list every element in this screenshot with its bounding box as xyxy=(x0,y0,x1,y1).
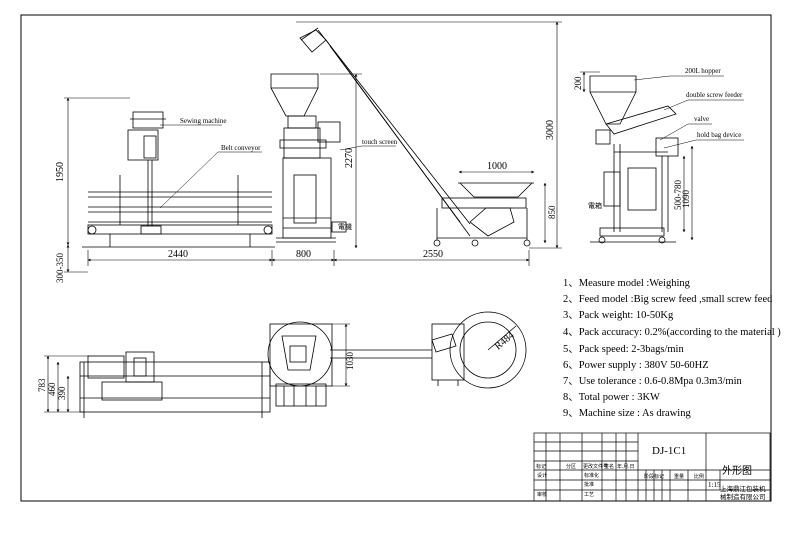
tb-design: 设计 xyxy=(537,472,547,479)
side-texts: 200L hopper double screw feeder valve ho… xyxy=(588,67,743,210)
spec-item: 9、Machine size : As drawing xyxy=(563,408,691,419)
side-dimensions xyxy=(580,71,694,241)
dim-2270: 2270 xyxy=(344,148,355,168)
tb-model: DJ-1C1 xyxy=(652,445,686,457)
side-dim-texts: 200 500-780 1090 xyxy=(573,76,691,210)
tb-drawing-name: 外形图 xyxy=(722,465,752,477)
dim-500-780: 500-780 xyxy=(673,180,683,210)
tb-company-2: 械制造有限公司 xyxy=(720,492,766,501)
dim-800: 800 xyxy=(296,249,311,260)
spec-item: 2、Feed model :Big screw feed ,small scre… xyxy=(563,294,773,305)
label-electric-box: 電箱 xyxy=(588,201,602,210)
title-block-main-texts: DJ-1C1 外形图 1:15 上海鼎江包装机 械制造有限公司 xyxy=(652,445,766,501)
tb-approve: 批准 xyxy=(584,481,594,488)
tb-review: 审核 xyxy=(537,491,547,498)
dim-783: 783 xyxy=(37,378,47,392)
spec-item: 7、Use tolerance : 0.6-0.8Mpa 0.3m3/min xyxy=(563,376,742,387)
dim-850: 850 xyxy=(547,205,557,219)
dim-200: 200 xyxy=(573,76,583,90)
dim-1090: 1090 xyxy=(681,190,691,209)
drawing-border xyxy=(20,14,772,502)
tb-col-sign: 签名 xyxy=(604,463,614,470)
dim-460: 460 xyxy=(47,382,57,396)
tb-col-change: 更改文件号 xyxy=(583,463,608,470)
dim-2440: 2440 xyxy=(168,249,188,260)
title-block-texts: 标记 分区 更改文件号 签名 年.月.日 设计 标准化 审核 工艺 批准 阶段标… xyxy=(536,463,704,498)
title-block xyxy=(533,432,771,502)
tb-col-zone: 分区 xyxy=(566,463,576,470)
tb-col-date: 年.月.日 xyxy=(617,463,635,470)
tb-stage: 阶段标记 xyxy=(644,473,664,480)
spec-item: 1、Measure model :Weighing xyxy=(563,278,690,289)
side-view xyxy=(589,75,679,244)
label-touch-screen: touch screen xyxy=(362,138,398,146)
dim-3000: 3000 xyxy=(545,120,556,140)
label-double-screw: double screw feeder xyxy=(686,91,743,99)
tb-col-mark: 标记 xyxy=(536,463,546,470)
tb-scale: 1:15 xyxy=(708,481,721,489)
label-radius: R484 xyxy=(493,330,517,352)
front-view xyxy=(82,27,534,248)
label-hold-bag: hold bag device xyxy=(697,131,741,139)
tb-standard: 标准化 xyxy=(584,472,599,479)
spec-item: 8、Total power : 3KW xyxy=(563,392,660,403)
label-valve: valve xyxy=(694,115,709,123)
front-texts: Sewing machine Belt conveyor touch scree… xyxy=(180,117,398,231)
tb-weight: 重量 xyxy=(674,473,684,480)
spec-item: 6、Power supply : 380V 50-60HZ xyxy=(563,360,709,371)
top-texts: 783 460 390 1030 R484 xyxy=(37,330,517,400)
dim-1000: 1000 xyxy=(487,161,507,172)
label-sewing-machine: Sewing machine xyxy=(180,117,226,125)
dim-300-350: 300-350 xyxy=(55,253,65,283)
dim-1950: 1950 xyxy=(55,162,66,182)
spec-item: 5、Pack speed: 2-3bags/min xyxy=(563,344,684,355)
top-dimensions xyxy=(44,323,350,413)
spec-item: 4、Pack accuracy: 0.2%(according to the m… xyxy=(563,327,781,338)
side-leaders xyxy=(633,75,744,149)
front-dim-texts: 1950 300-350 2440 800 2550 2270 3000 100… xyxy=(55,120,557,283)
label-hopper: 200L hopper xyxy=(685,67,721,75)
top-view xyxy=(79,311,527,418)
tb-process: 工艺 xyxy=(584,492,594,498)
label-electric-front: 電機 xyxy=(338,222,352,231)
spec-item: 3、Pack weight: 10-50Kg xyxy=(563,310,674,321)
dim-2550: 2550 xyxy=(423,249,443,260)
tb-ratio: 比例 xyxy=(694,473,704,480)
dim-390: 390 xyxy=(57,386,67,400)
tb-company-1: 上海鼎江包装机 xyxy=(720,484,766,493)
front-leaders xyxy=(159,124,396,209)
dim-1030: 1030 xyxy=(345,352,355,371)
label-belt-conveyor: Belt conveyor xyxy=(221,144,261,152)
front-dimensions xyxy=(64,21,562,273)
